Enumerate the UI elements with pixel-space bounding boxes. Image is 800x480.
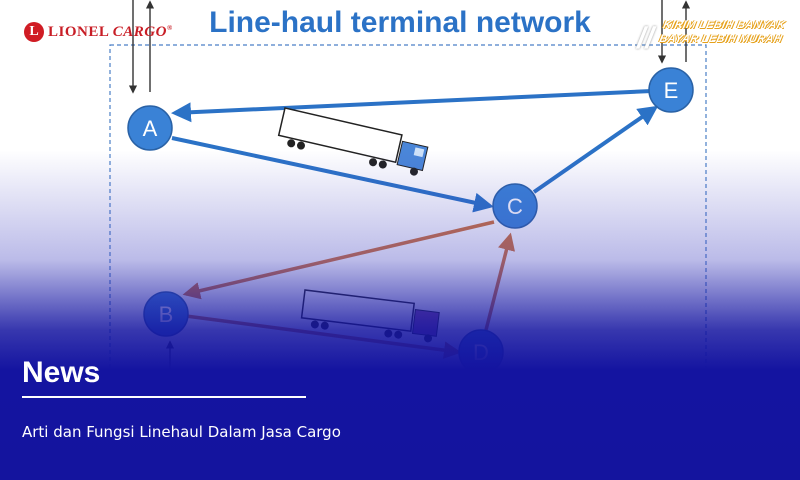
registered-mark: ® [166,23,173,32]
section-divider [22,396,306,398]
node-a: A [127,105,173,151]
route-c-to-e [532,105,659,194]
node-b: B [143,291,189,337]
logo-text-italic: CARGO [112,23,167,40]
article-title[interactable]: Arti dan Fungsi Linehaul Dalam Jasa Carg… [22,423,341,441]
tagline: // KIRIM LEBIH BANYAK BAYAR LEBIH MURAH [634,18,787,55]
route-e-to-a [171,89,653,123]
node-a-label: A [143,116,158,141]
node-d: D [458,329,504,375]
logo-mark-icon: L [24,22,44,42]
route-a-to-c [171,136,494,213]
node-c-label: C [507,194,523,219]
node-c: C [492,183,538,229]
tagline-line-1: KIRIM LEBIH BANYAK [662,19,787,31]
terminal-boundary [109,44,707,476]
node-d-label: D [473,340,489,365]
logo-text-plain: LIONEL [48,23,109,40]
tagline-line-2: BAYAR LEBIH MURAH [658,33,784,45]
section-label: News [22,356,101,389]
route-c-to-b [182,220,495,300]
node-e: E [648,67,694,113]
node-b-label: B [159,302,174,327]
lionel-cargo-logo[interactable]: L LIONEL CARGO® [24,22,173,42]
node-e-label: E [664,78,679,103]
logo-text: LIONEL CARGO® [48,24,173,41]
route-d-to-c [484,232,516,331]
